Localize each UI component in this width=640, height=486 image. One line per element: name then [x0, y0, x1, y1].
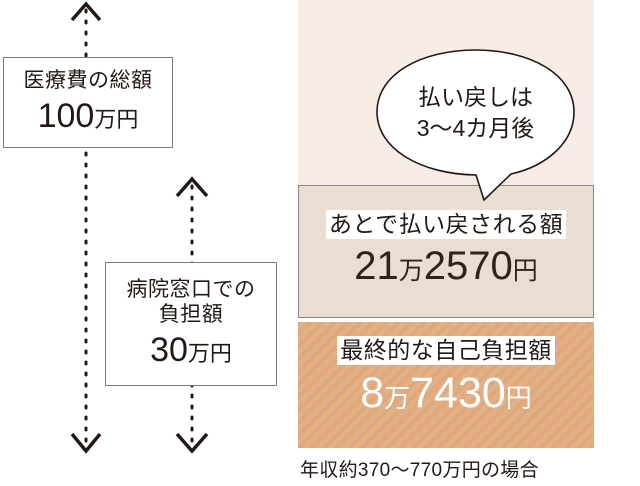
final-self-payment-heading: 最終的な自己負担額: [337, 336, 555, 366]
total-cost-span-arrow: [70, 1, 102, 454]
total-medical-cost-box: 医療費の総額 100万円: [3, 57, 173, 148]
refunded-amount-minor: 2570: [423, 244, 513, 289]
total-medical-cost-label: 医療費の総額: [23, 69, 153, 93]
refunded-amount-unit-man: 万: [398, 257, 424, 286]
hospital-counter-payment-unit-yen: 円: [209, 340, 232, 366]
total-medical-cost-amount: 100万円: [38, 96, 139, 136]
speech-bubble-text: 払い戻しは 3〜4カ月後: [372, 48, 579, 178]
final-self-payment-band: 最終的な自己負担額 8万7430円: [298, 322, 594, 448]
hospital-counter-payment-number: 30: [150, 330, 188, 369]
income-range-caption: 年収約370〜770万円の場合: [300, 460, 539, 481]
speech-bubble-line1: 払い戻しは: [418, 83, 533, 110]
final-self-payment-unit-yen: 円: [505, 383, 532, 414]
refunded-amount-band: あとで払い戻される額 21万2570円: [298, 185, 594, 318]
hospital-counter-payment-label-line1: 病院窓口での: [126, 278, 256, 302]
refunded-amount-unit-yen: 円: [512, 257, 538, 286]
hospital-counter-payment-label-line2: 負担額: [158, 302, 224, 326]
final-self-payment-minor: 7430: [410, 369, 506, 418]
refunded-amount-value: 21万2570円: [354, 244, 538, 288]
total-medical-cost-number: 100: [37, 96, 95, 135]
refunded-amount-heading: あとで払い戻される額: [325, 210, 567, 240]
final-self-payment-unit-man: 万: [384, 383, 411, 414]
final-self-payment-value: 8万7430円: [360, 370, 532, 417]
cost-breakdown-bands: あとで払い戻される額 21万2570円 最終的な自己負担額 8万7430円: [298, 0, 594, 448]
total-medical-cost-unit-yen: 円: [116, 106, 139, 132]
refunded-amount-major: 21: [354, 244, 399, 289]
refunded-amount-content: あとで払い戻される額 21万2570円: [299, 186, 593, 317]
final-self-payment-major: 8: [360, 369, 385, 418]
hospital-counter-payment-amount: 30万円: [150, 330, 232, 370]
total-medical-cost-unit-man: 万: [94, 106, 117, 132]
hospital-counter-payment-unit-man: 万: [187, 340, 210, 366]
speech-bubble-line2: 3〜4カ月後: [416, 115, 535, 141]
final-self-payment-content: 最終的な自己負担額 8万7430円: [298, 322, 594, 448]
hospital-counter-payment-box: 病院窓口での 負担額 30万円: [105, 262, 277, 386]
refund-timing-speech-bubble: 払い戻しは 3〜4カ月後: [372, 48, 579, 202]
speech-bubble-shape: [376, 49, 575, 202]
